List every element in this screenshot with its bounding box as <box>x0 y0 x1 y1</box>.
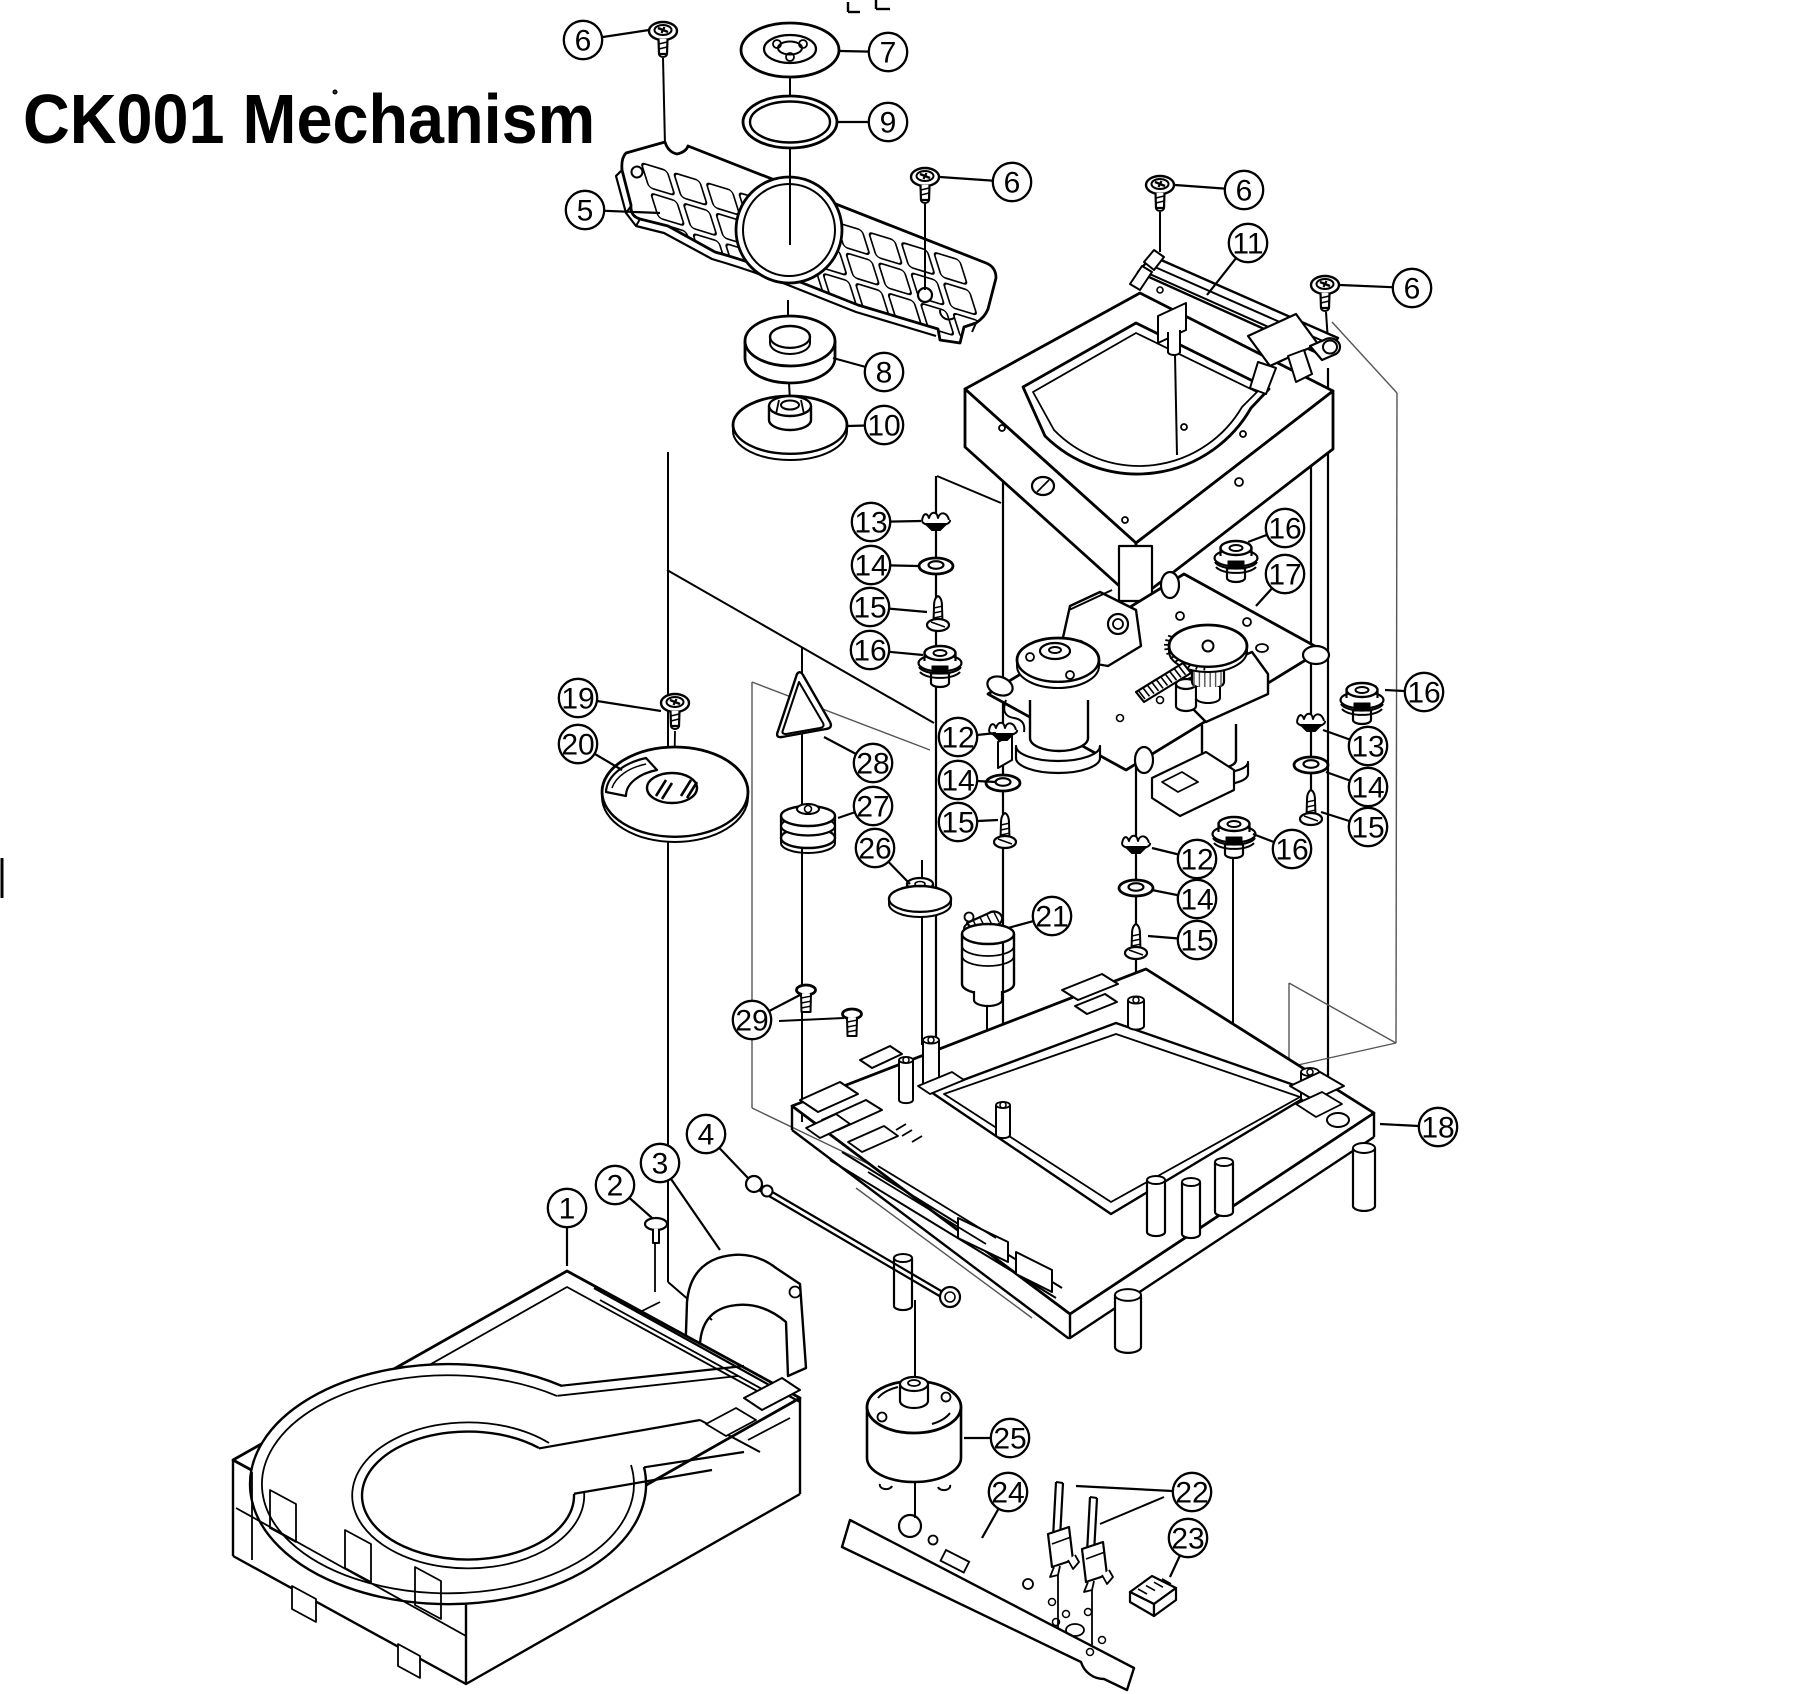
svg-text:16: 16 <box>1407 677 1440 710</box>
svg-text:6: 6 <box>1004 167 1021 200</box>
svg-text:16: 16 <box>853 635 886 668</box>
svg-text:19: 19 <box>561 683 594 716</box>
svg-text:18: 18 <box>1421 1112 1454 1145</box>
svg-text:3: 3 <box>652 1148 669 1181</box>
svg-text:16: 16 <box>1275 834 1308 867</box>
svg-text:29: 29 <box>735 1005 768 1038</box>
svg-text:12: 12 <box>1180 844 1213 877</box>
svg-text:17: 17 <box>1268 559 1301 592</box>
svg-text:11: 11 <box>1232 228 1263 261</box>
svg-text:14: 14 <box>1180 884 1213 917</box>
svg-text:26: 26 <box>858 833 891 866</box>
svg-text:6: 6 <box>1404 273 1421 306</box>
svg-text:25: 25 <box>993 1423 1026 1456</box>
svg-text:1: 1 <box>559 1193 576 1226</box>
svg-text:15: 15 <box>1180 925 1213 958</box>
svg-text:21: 21 <box>1035 901 1068 934</box>
svg-text:10: 10 <box>867 410 900 443</box>
svg-text:28: 28 <box>856 748 889 781</box>
svg-text:14: 14 <box>941 765 974 798</box>
svg-text:14: 14 <box>1351 772 1384 805</box>
svg-text:13: 13 <box>1351 731 1384 764</box>
svg-text:8: 8 <box>876 357 893 390</box>
svg-text:5: 5 <box>577 195 594 228</box>
svg-text:2: 2 <box>607 1170 624 1203</box>
svg-text:14: 14 <box>854 550 887 583</box>
svg-text:15: 15 <box>1351 812 1384 845</box>
svg-text:23: 23 <box>1171 1523 1204 1556</box>
svg-text:9: 9 <box>880 107 897 140</box>
svg-text:27: 27 <box>856 791 889 824</box>
svg-text:24: 24 <box>991 1477 1024 1510</box>
svg-text:15: 15 <box>853 592 886 625</box>
svg-text:16: 16 <box>1268 513 1301 546</box>
svg-text:7: 7 <box>880 37 897 70</box>
svg-text:15: 15 <box>941 807 974 840</box>
svg-text:22: 22 <box>1175 1477 1208 1510</box>
svg-text:20: 20 <box>561 729 594 762</box>
svg-text:6: 6 <box>1236 175 1253 208</box>
svg-text:13: 13 <box>854 507 887 540</box>
svg-text:4: 4 <box>698 1119 715 1152</box>
svg-text:6: 6 <box>575 25 592 58</box>
svg-text:12: 12 <box>941 722 974 755</box>
